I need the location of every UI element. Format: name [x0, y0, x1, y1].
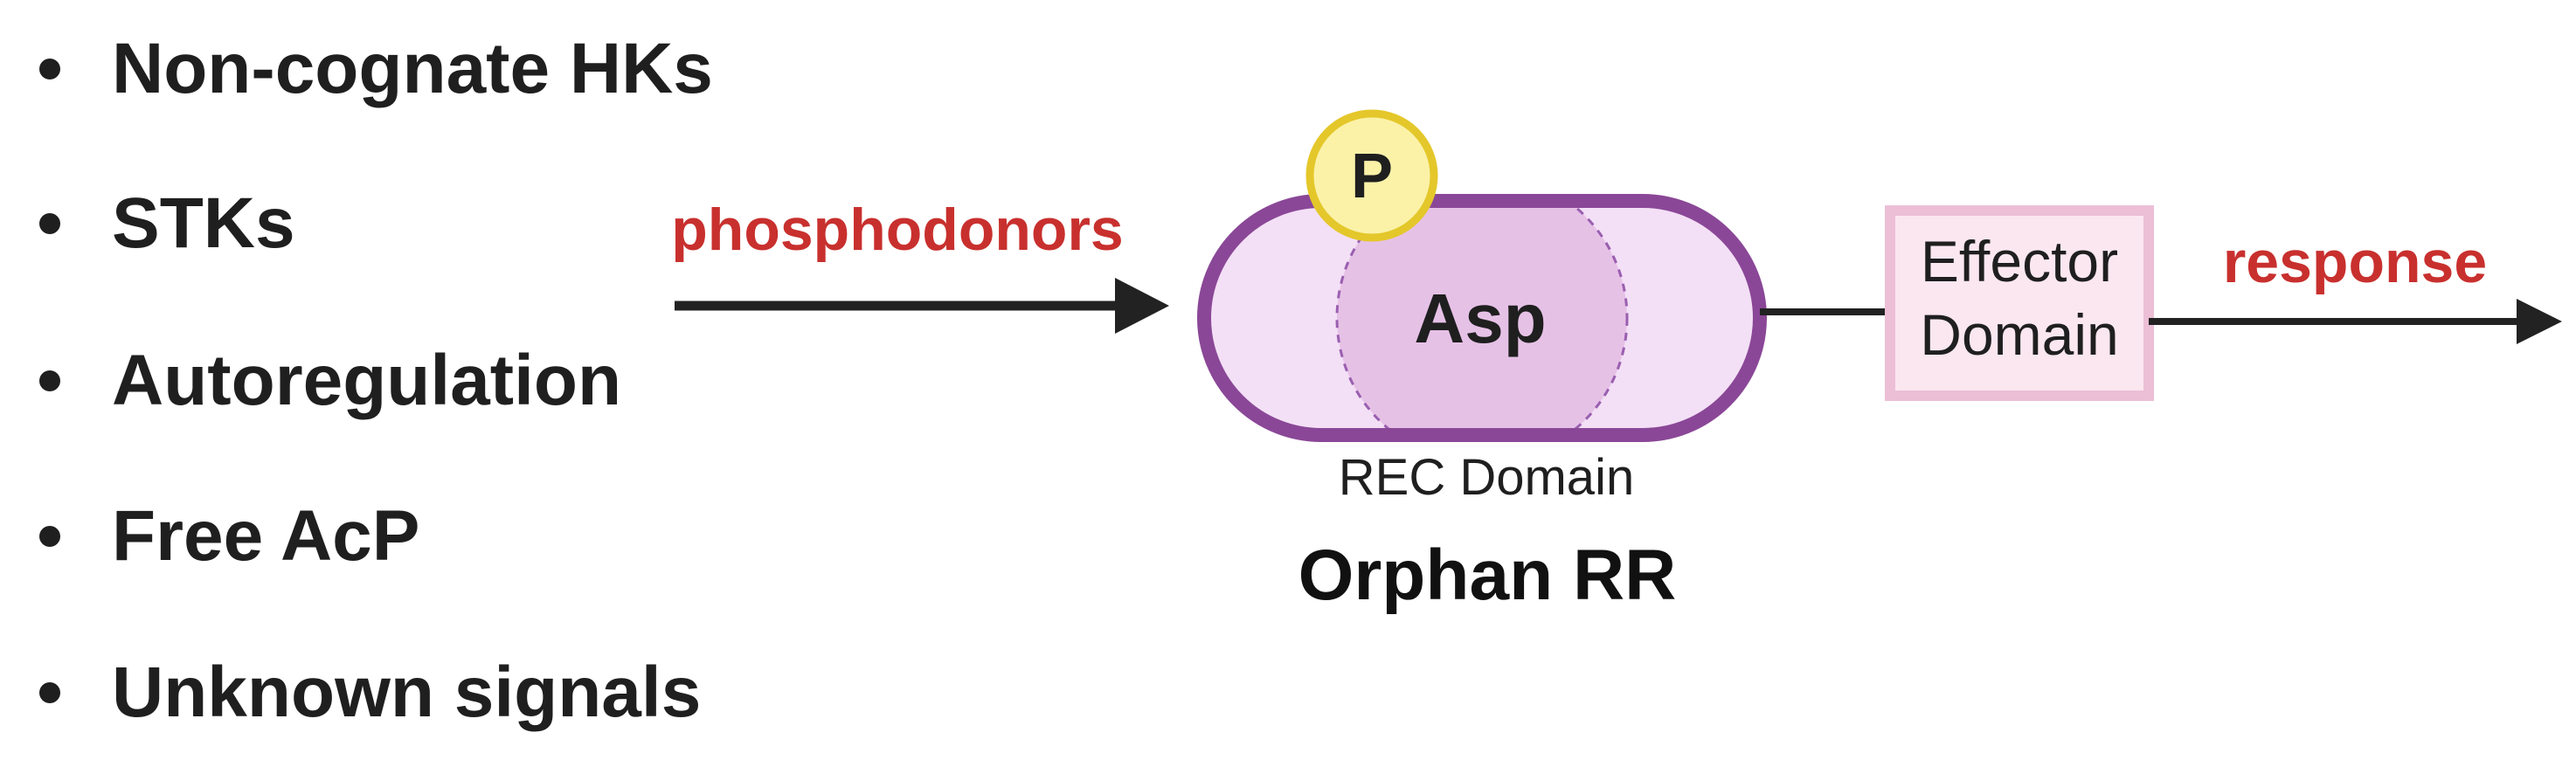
- effector-domain-box: [1885, 205, 2154, 401]
- signal-item: Free AcP: [39, 496, 419, 576]
- bullet-dot: [39, 59, 60, 79]
- rec-domain-label: REC Domain: [1339, 449, 1634, 506]
- phosphate-label: P: [1351, 142, 1393, 211]
- input-arrow-head: [1115, 278, 1169, 334]
- response-label: response: [2223, 229, 2487, 295]
- phosphate-group: P: [1305, 109, 1438, 242]
- phosphate-icon: [1305, 109, 1438, 242]
- bullet-dot: [39, 370, 60, 391]
- signal-label: STKs: [112, 183, 295, 263]
- bullet-dot: [39, 526, 60, 547]
- signal-label: Free AcP: [112, 496, 419, 576]
- effector-label-line1: Effector: [1921, 229, 2118, 294]
- signal-item: Autoregulation: [39, 341, 621, 420]
- effector-domain: Effector Domain: [1885, 205, 2154, 401]
- input-arrow-group: phosphodonors: [671, 197, 1169, 334]
- output-arrow-group: response: [2149, 229, 2562, 344]
- rec-domain-outline: [1197, 194, 1767, 442]
- asp-site: [1335, 201, 1629, 435]
- signal-label: Non-cognate HKs: [112, 29, 713, 108]
- signal-label: Unknown signals: [112, 653, 701, 732]
- effector-label-line2: Domain: [1920, 302, 2118, 367]
- bullet-dot: [39, 682, 60, 703]
- signal-item: Unknown signals: [39, 653, 701, 732]
- signal-label: Autoregulation: [112, 341, 621, 420]
- signal-item: STKs: [39, 183, 295, 263]
- signal-list: Non-cognate HKs STKs Autoregulation Free…: [39, 29, 713, 732]
- phosphodonors-label: phosphodonors: [671, 197, 1123, 263]
- bullet-dot: [39, 213, 60, 234]
- signal-item: Non-cognate HKs: [39, 29, 713, 108]
- rec-domain: Asp P REC Domain: [1197, 109, 1767, 506]
- protein-title: Orphan RR: [1298, 536, 1677, 615]
- output-arrow-head: [2517, 299, 2562, 344]
- asp-label: Asp: [1414, 280, 1546, 357]
